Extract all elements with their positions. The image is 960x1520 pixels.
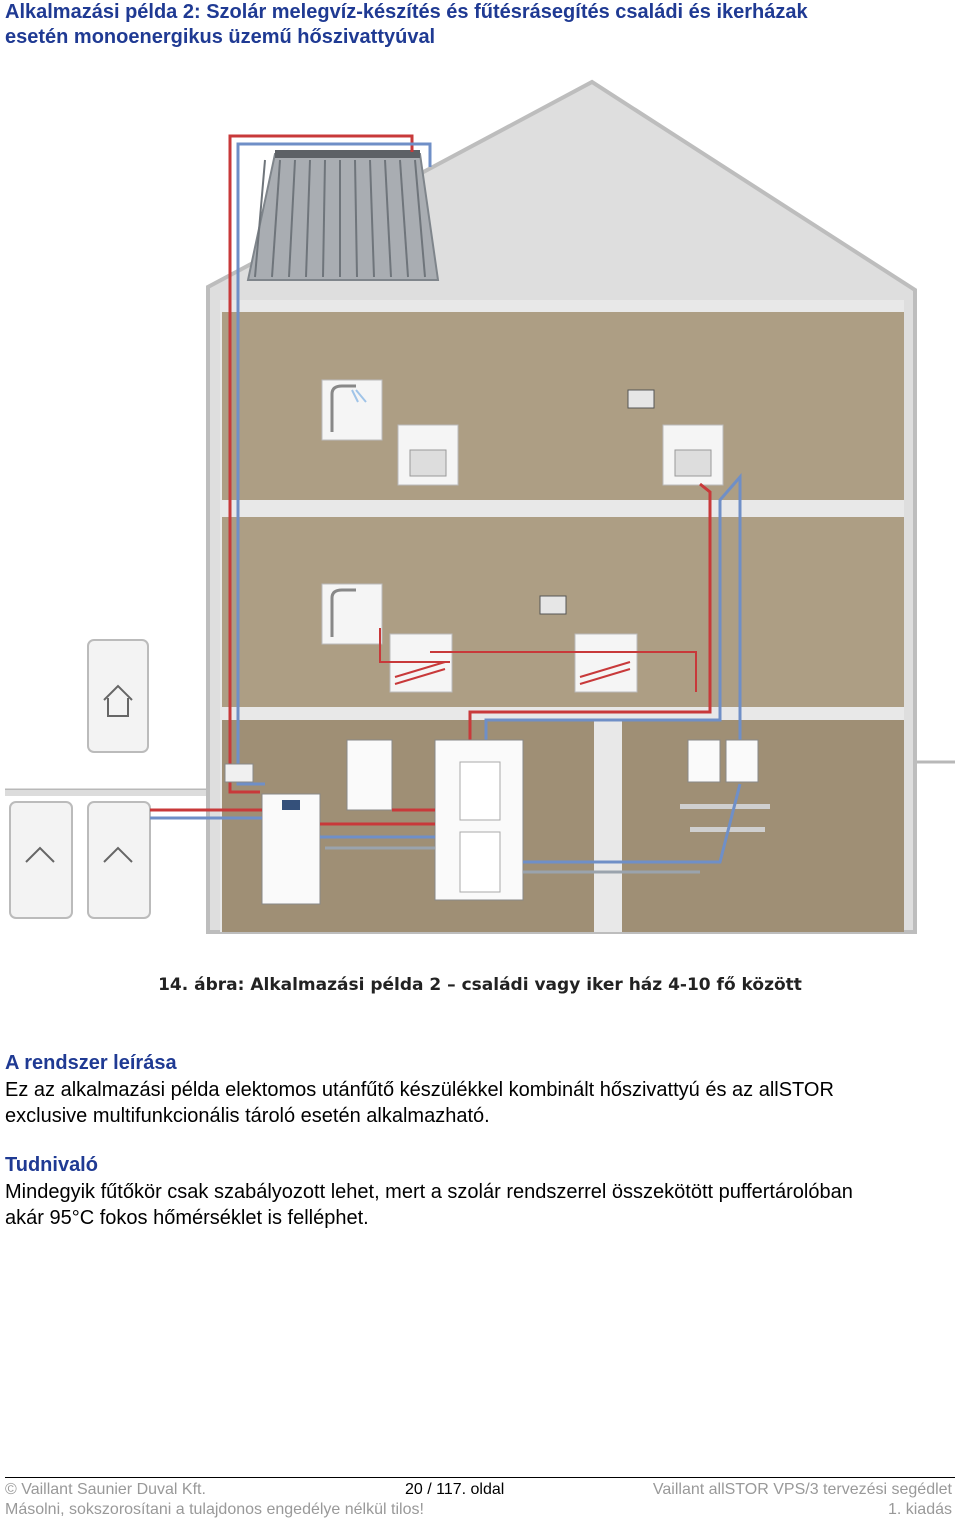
footer-document-title: Vaillant allSTOR VPS/3 tervezési segédle… [652,1481,952,1498]
ground-collector-panel [87,801,151,919]
section-title-note: Tudnivaló [5,1154,98,1176]
radiator-upper-1 [397,424,459,486]
page-heading: Alkalmazási példa 2: Szolár melegvíz-kés… [5,0,955,50]
shower-upper [321,379,383,441]
allstor-storage-tank [434,739,524,901]
heating-pipe-hot [468,482,712,762]
solar-pipe-cold [236,142,432,786]
figure-caption: 14. ábra: Alkalmazási példa 2 – családi … [158,975,802,995]
solar-pipe-hot [228,134,414,794]
footer-divider [5,1477,955,1478]
heating-pipe-cold [484,472,742,762]
section-body-note: Mindegyik fűtőkör csak szabályozott lehe… [5,1179,957,1231]
section-title-description: A rendszer leírása [5,1052,177,1074]
solar-collectors [246,150,440,281]
heading-line-1: Alkalmazási példa 2: Szolár melegvíz-kés… [5,1,808,23]
footer-copyright: © Vaillant Saunier Duval Kft. [5,1481,206,1498]
heat-pump [261,793,321,905]
room-controller-middle [539,595,567,615]
description-line-1: Ez az alkalmazási példa elektomos utánfű… [5,1079,834,1101]
footer-copy-notice: Másolni, sokszorosítani a tulajdonos eng… [5,1501,424,1518]
ground-probe-panel [9,801,73,919]
floor-heating-2 [574,633,638,693]
heading-line-2: esetén monoenergikus üzemű hőszivattyúva… [5,26,436,48]
note-line-2: akár 95°C fokos hőmérséklet is felléphet… [5,1207,369,1229]
room-controller-upper [627,389,655,409]
basement-right-room [622,720,904,932]
section-body-description: Ez az alkalmazási példa elektomos utánfű… [5,1077,957,1129]
house-temperature-panel [87,639,149,753]
shower-middle [321,583,383,645]
basement-pipes-gray [325,846,700,874]
note-line-1: Mindegyik fűtőkör csak szabályozott lehe… [5,1181,853,1203]
description-line-2: exclusive multifunkcionális tároló eseté… [5,1105,490,1127]
expansion-vessel [224,763,254,783]
system-illustration [5,79,955,934]
basement-pipes-hot [150,808,435,826]
heating-pipe-return [379,628,697,692]
electric-heater [346,739,393,811]
basement-pipes-cold [150,783,742,864]
radiator-upper-2 [662,424,724,486]
footer-page-number: 20 / 117. oldal [405,1481,505,1498]
footer-edition: 1. kiadás [887,1501,952,1518]
